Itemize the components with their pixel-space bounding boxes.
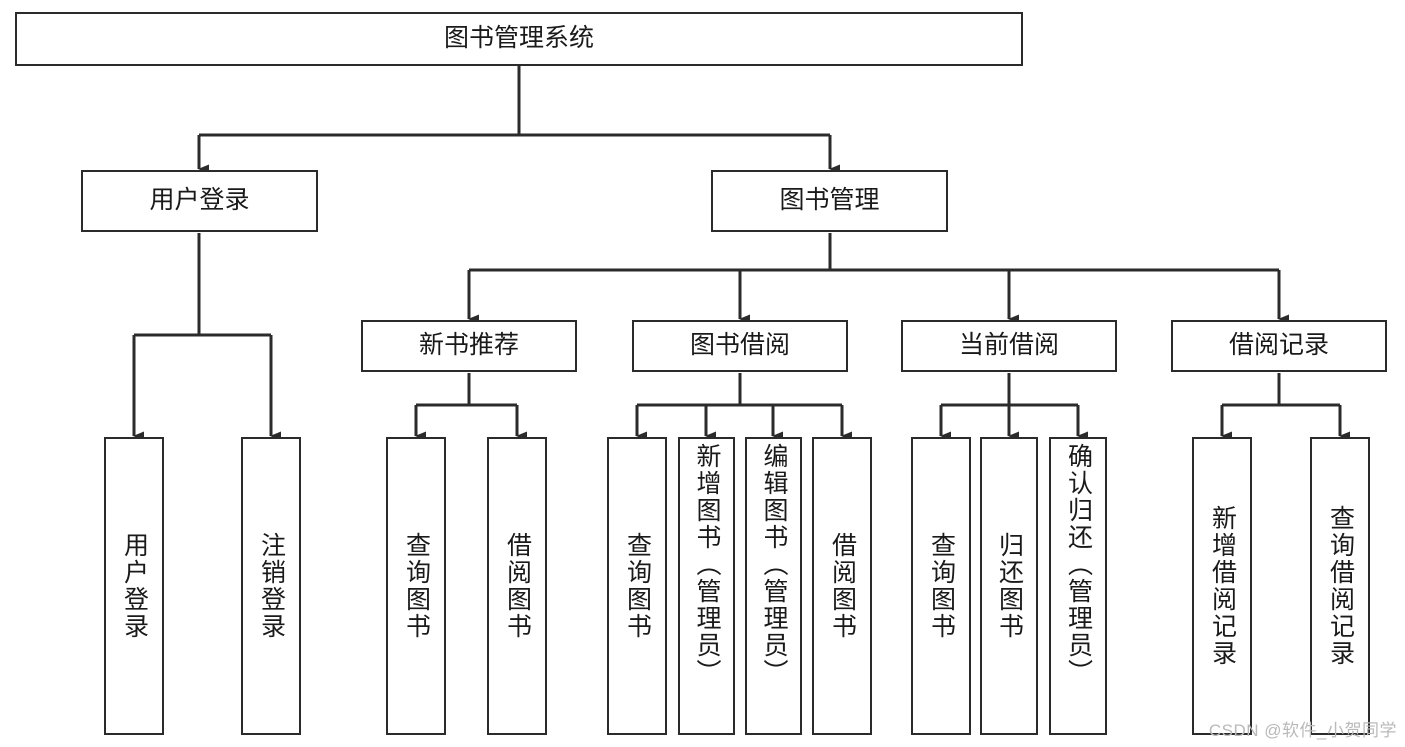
node-label: 确认归还（管理员） — [1064, 443, 1093, 686]
node-label: 新增图书（管理员） — [693, 443, 721, 686]
node-label: 注销登录 — [257, 532, 286, 640]
node-label: 归还图书 — [995, 532, 1024, 640]
node-leaf-borrow-book[interactable]: 借阅图书 — [812, 437, 872, 735]
node-label: 借阅记录 — [1228, 331, 1329, 360]
node-book-borrow[interactable]: 图书借阅 — [632, 320, 848, 372]
node-label: 借阅图书 — [503, 532, 532, 640]
node-current-borrow[interactable]: 当前借阅 — [901, 320, 1117, 372]
node-label: 查询图书 — [402, 532, 431, 640]
node-leaf-add-borrow-record[interactable]: 新增借阅记录 — [1192, 437, 1252, 735]
node-label: 查询图书 — [623, 532, 652, 640]
node-user-login[interactable]: 用户登录 — [81, 170, 318, 232]
node-label: 查询图书 — [927, 532, 956, 640]
node-label: 图书管理系统 — [443, 24, 594, 53]
node-leaf-query-book-recommend[interactable]: 查询图书 — [386, 437, 446, 735]
node-leaf-query-book-current[interactable]: 查询图书 — [911, 437, 971, 735]
node-book-manage[interactable]: 图书管理 — [711, 170, 948, 232]
node-label: 编辑图书（管理员） — [760, 443, 788, 686]
node-leaf-edit-book[interactable]: 编辑图书（管理员） — [745, 437, 802, 735]
node-leaf-user-login[interactable]: 用户登录 — [104, 437, 164, 735]
node-leaf-logout-login[interactable]: 注销登录 — [241, 437, 301, 735]
node-leaf-confirm-return[interactable]: 确认归还（管理员） — [1049, 437, 1107, 735]
node-label: 新书推荐 — [418, 331, 519, 360]
node-label: 图书借阅 — [689, 331, 790, 360]
node-label: 查询借阅记录 — [1326, 505, 1355, 667]
csdn-watermark: CSDN @软件_小贺同学 — [1208, 721, 1397, 740]
node-label: 用户登录 — [149, 186, 250, 215]
node-label: 借阅图书 — [828, 532, 857, 640]
node-borrow-record[interactable]: 借阅记录 — [1171, 320, 1387, 372]
node-root-system[interactable]: 图书管理系统 — [15, 12, 1023, 66]
node-leaf-add-book[interactable]: 新增图书（管理员） — [678, 437, 735, 735]
node-label: 图书管理 — [779, 186, 880, 215]
node-label: 当前借阅 — [958, 331, 1059, 360]
node-leaf-query-borrow-record[interactable]: 查询借阅记录 — [1310, 437, 1370, 735]
node-new-book-recommend[interactable]: 新书推荐 — [361, 320, 577, 372]
node-leaf-query-book-borrow[interactable]: 查询图书 — [607, 437, 667, 735]
node-leaf-borrow-book-recommend[interactable]: 借阅图书 — [487, 437, 547, 735]
node-leaf-return-book[interactable]: 归还图书 — [980, 437, 1038, 735]
node-label: 用户登录 — [120, 532, 149, 640]
node-label: 新增借阅记录 — [1208, 505, 1237, 667]
